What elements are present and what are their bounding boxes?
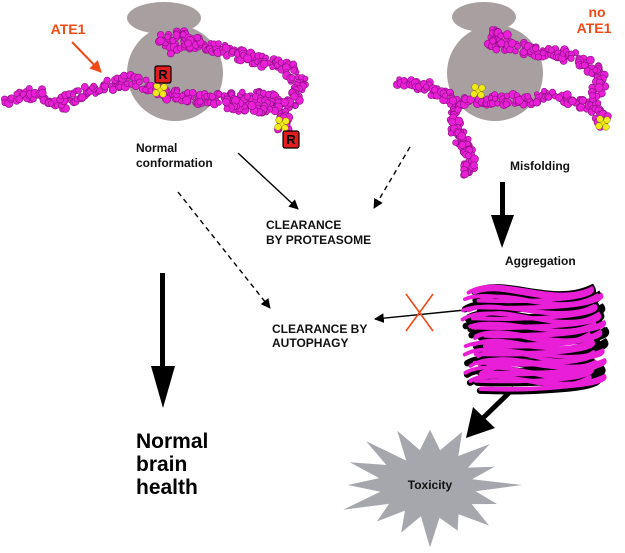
arginine-marker-2: R (282, 130, 300, 149)
blocked-x-icon (405, 293, 434, 332)
clearance-proteasome-label-line1: CLEARANCE (266, 218, 341, 232)
clearance-proteasome-label-line2: BY PROTEASOME (266, 233, 371, 247)
normal-conformation-label-line2: conformation (136, 156, 213, 170)
normal-conformation-label-line1: Normal (136, 141, 177, 155)
clearance-autophagy-label-line1: CLEARANCE BY (272, 322, 367, 336)
clearance-autophagy-label-line2: AUTOPHAGY (272, 336, 348, 350)
ate1-label: ATE1 (51, 21, 86, 37)
arginine-marker-1: R (154, 65, 172, 84)
misfolding-label: Misfolding (510, 159, 570, 173)
arrow-normal-to-proteasome (237, 152, 299, 210)
arginine-marker-2-label: R (286, 132, 296, 147)
arrow-aggregate-to-toxicity (466, 386, 516, 438)
normal-brain-health-line2: brain (136, 453, 187, 476)
no-ate1-label-line1: no (588, 4, 605, 20)
toxicity-label: Toxicity (408, 478, 453, 492)
no-ate1-label-line2: ATE1 (577, 20, 612, 36)
arginine-marker-1-label: R (158, 67, 168, 82)
arginylation-site-icon (152, 82, 611, 132)
aggregation-label: Aggregation (505, 254, 576, 268)
normal-brain-health-line1: Normal (136, 430, 208, 453)
arrow-misfold-to-aggregation (491, 182, 514, 248)
normal-brain-health-line3: health (136, 476, 198, 499)
ate1-arrow (71, 41, 102, 73)
protein-chain-icon-misfolded (393, 26, 612, 179)
arrow-normal-to-autophagy (177, 191, 271, 309)
toxicity-star-icon: Toxicity (343, 429, 522, 548)
arrow-to-normal-health (151, 273, 175, 408)
arrow-misfold-to-proteasome (373, 146, 411, 209)
protein-chain-icon-normal (0, 27, 309, 141)
aggregate-icon (460, 283, 609, 395)
